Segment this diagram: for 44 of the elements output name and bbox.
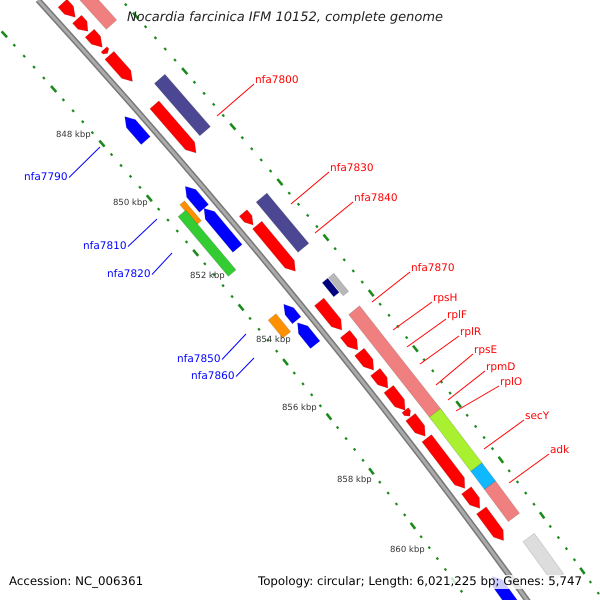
leader-line (508, 454, 550, 484)
gene-label: rpsH (433, 293, 458, 304)
accession-text: Accession: NC_006361 (9, 575, 144, 589)
leader-line (436, 354, 474, 386)
scale-label: 860 kbp (390, 546, 425, 554)
leader-line (372, 272, 410, 302)
leader-line (420, 336, 460, 364)
leader-line (392, 302, 432, 330)
gene-label: secY (525, 411, 550, 422)
gene-label: nfa7810 (83, 241, 127, 252)
leader-line (216, 84, 254, 116)
gene-label: nfa7840 (354, 193, 398, 204)
gene-label: nfa7800 (255, 75, 299, 86)
leader-line (484, 420, 524, 450)
leader-line (406, 318, 446, 348)
scale-label: 850 kbp (113, 199, 148, 208)
leader-line (68, 146, 100, 178)
gene-label: rpsE (474, 345, 498, 356)
scale-label: 848 kbp (56, 131, 91, 140)
leader-line (314, 202, 354, 234)
leader-line (152, 252, 172, 275)
leader-line (236, 358, 254, 377)
gene-label: rplR (460, 327, 482, 338)
leader-line (290, 172, 330, 204)
gene-label: rpmD (486, 362, 516, 372)
scale-label: 854 kbp (256, 336, 291, 344)
leader-line (222, 334, 246, 360)
gene-label: rplF (447, 310, 467, 320)
gene-label: nfa7860 (191, 371, 235, 382)
gene-label: nfa7850 (177, 354, 221, 364)
gene-label: adk (550, 445, 570, 456)
leader-line (448, 370, 486, 400)
gene-label: rplO (500, 377, 522, 388)
gene-label: nfa7870 (411, 263, 455, 274)
map-title: Nocardia farcinica IFM 10152, complete genome (126, 10, 444, 25)
scale-label: 858 kbp (337, 476, 372, 484)
scale-label: 856 kbp (282, 404, 317, 412)
gene-label: nfa7830 (330, 163, 374, 174)
gene-label: nfa7790 (24, 172, 68, 182)
scale-label: 852 kbp (190, 272, 225, 280)
leader-line (456, 386, 500, 412)
topology-text: Topology: circular; Length: 6,021,225 bp; Genes: 5,747 (258, 575, 582, 589)
gene-label: nfa7820 (107, 269, 151, 280)
leader-line (128, 218, 158, 247)
